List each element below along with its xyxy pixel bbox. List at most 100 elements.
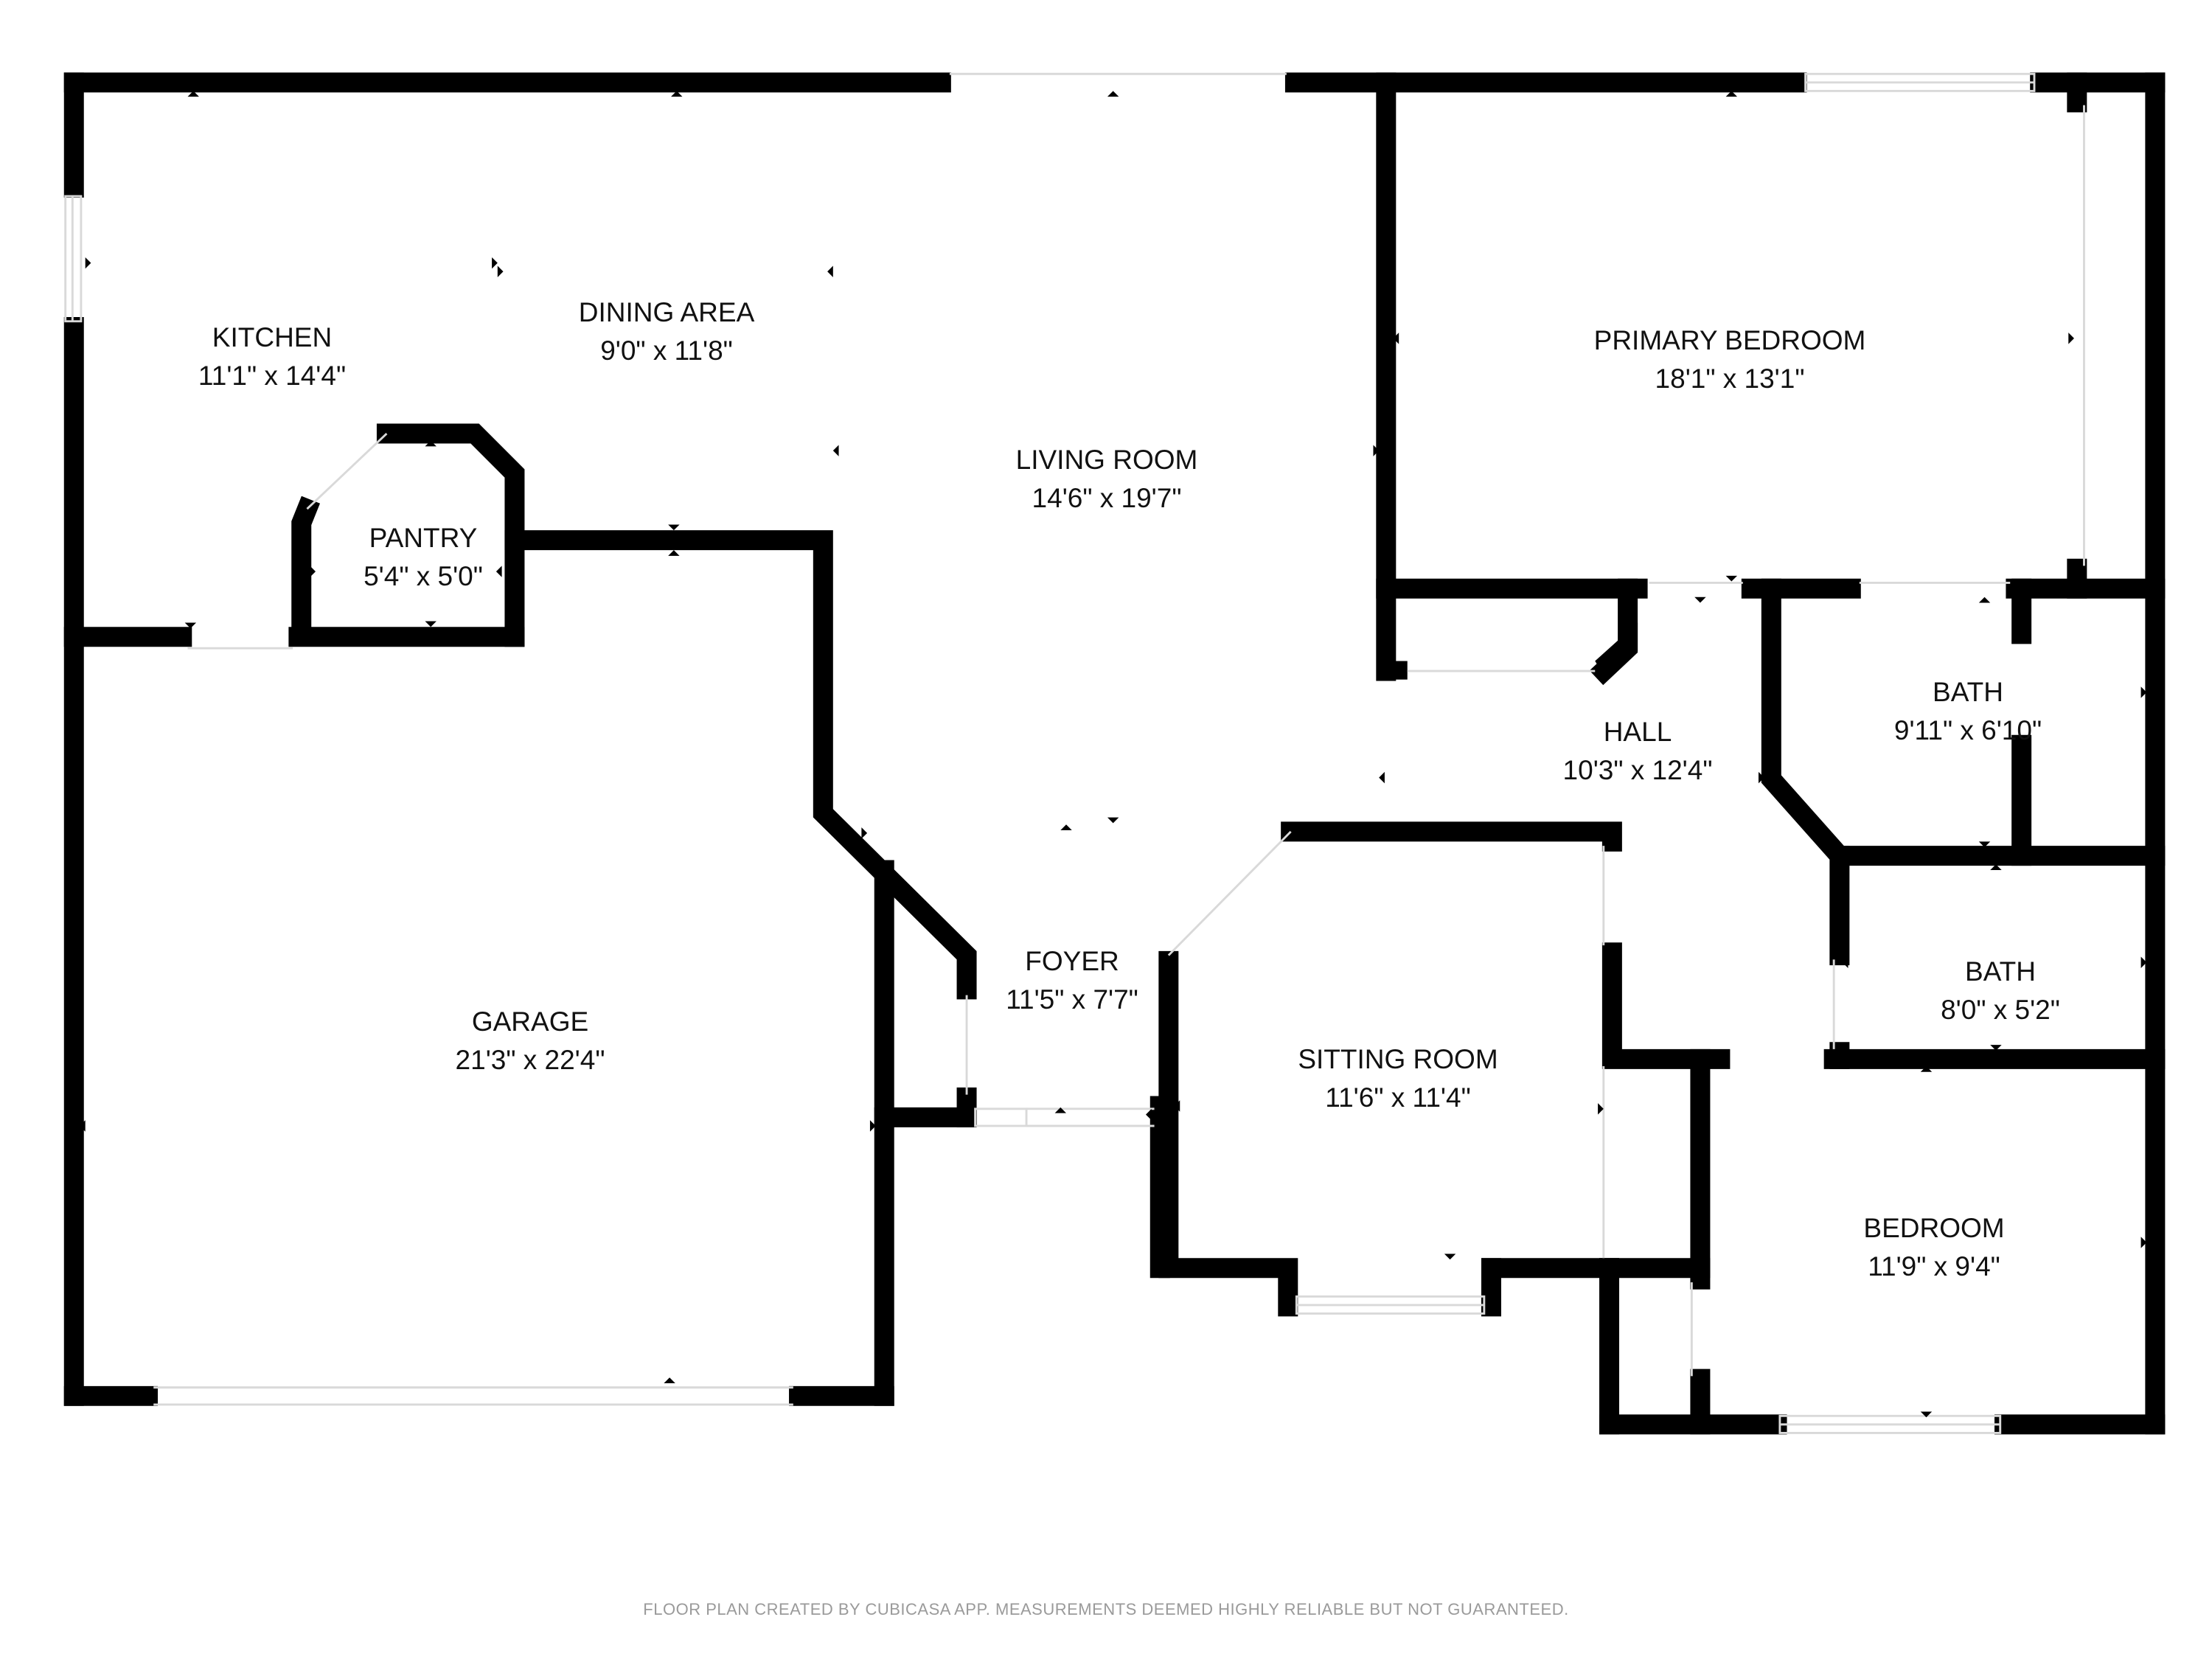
room-label-hall: HALL 10'3" x 12'4": [1563, 713, 1713, 790]
room-dimensions: 9'11" x 6'10": [1893, 715, 2042, 745]
room-label-kitchen: KITCHEN 11'1" x 14'4": [198, 319, 346, 395]
tick-mark: [1978, 841, 1991, 848]
tick-mark: [1703, 1237, 1709, 1248]
room-dimensions: 14'6" x 19'7": [1032, 483, 1182, 513]
tick-mark: [495, 566, 502, 577]
wall: [1601, 942, 1731, 1069]
tick-mark: [1990, 1045, 2002, 1051]
room-name: PRIMARY BEDROOM: [1593, 325, 1866, 355]
angled-wall-caps: [1385, 622, 1638, 680]
tick-mark: [1060, 824, 1072, 830]
tick-mark: [1725, 91, 1738, 97]
room-dimensions: 11'1" x 14'4": [198, 361, 347, 391]
wall: [376, 423, 525, 647]
tick-mark: [2140, 1237, 2147, 1248]
tick-mark: [1145, 1108, 1152, 1121]
tick-mark: [1696, 1050, 1708, 1057]
room-name: HALL: [1603, 717, 1672, 747]
tick-mark: [832, 445, 839, 456]
tick-mark: [1054, 1107, 1067, 1113]
tick-mark: [497, 265, 504, 277]
tick-mark: [1978, 597, 1991, 603]
tick-mark: [310, 566, 316, 577]
tick-mark: [668, 524, 680, 531]
room-label-living-room: LIVING ROOM 14'6" x 19'7": [1016, 441, 1198, 518]
tick-mark: [1598, 1103, 1604, 1115]
tick-mark: [1842, 956, 1848, 968]
tick-mark: [425, 621, 437, 627]
tick-mark: [1920, 1411, 1933, 1418]
tick-mark: [1373, 445, 1380, 456]
room-name: GARAGE: [471, 1006, 589, 1037]
wall: [1385, 661, 1408, 680]
room-label-bath: BATH 9'11" x 6'10": [1894, 673, 2042, 750]
disclaimer-footer: FLOOR PLAN CREATED BY CUBICASA APP. MEAS…: [643, 1600, 1569, 1618]
wall: [1761, 578, 2166, 866]
room-name: BATH: [1933, 677, 2003, 707]
room-label-bath: BATH 8'0" x 5'2": [1941, 953, 2060, 1029]
tick-mark: [1444, 1253, 1456, 1260]
room-label-primary-bedroom: PRIMARY BEDROOM 18'1" x 13'1": [1594, 321, 1866, 398]
room-dimensions: 5'4" x 5'0": [364, 561, 483, 591]
tick-mark: [1107, 91, 1119, 97]
room-dimensions: 11'5" x 7'7": [1006, 984, 1138, 1015]
tick-mark: [671, 91, 683, 97]
tick-mark: [492, 257, 498, 269]
room-dimensions: 10'3" x 12'4": [1562, 755, 1713, 785]
room-label-pantry: PANTRY 5'4" x 5'0": [364, 519, 483, 596]
room-name: BATH: [1965, 956, 2036, 987]
tick-mark: [1444, 834, 1456, 841]
wall: [1281, 821, 1622, 852]
room-label-dining-area: DINING AREA 9'0" x 11'8": [579, 293, 755, 370]
tick-mark: [1393, 333, 1399, 344]
tick-mark: [187, 91, 199, 97]
room-label-bedroom: BEDROOM 11'9" x 9'4": [1863, 1209, 2004, 1286]
tick-mark: [827, 265, 833, 277]
opening: [306, 432, 388, 510]
room-dimensions: 9'0" x 11'8": [600, 335, 733, 366]
tick-mark: [184, 622, 197, 629]
room-dimensions: 21'3" x 22'4": [455, 1045, 605, 1075]
room-label-foyer: FOYER 11'5" x 7'7": [1006, 942, 1138, 1019]
window: [974, 1107, 1028, 1127]
room-label-sitting-room: SITTING ROOM 11'6" x 11'4": [1298, 1040, 1498, 1117]
tick-mark: [869, 1120, 876, 1132]
room-name: KITCHEN: [212, 322, 333, 352]
room-dimensions: 11'9" x 9'4": [1868, 1251, 2000, 1281]
room-name: LIVING ROOM: [1015, 445, 1198, 475]
tick-mark: [1920, 1066, 1933, 1072]
room-name: DINING AREA: [578, 297, 755, 327]
tick-mark: [79, 1120, 86, 1132]
room-dimensions: 18'1" x 13'1": [1655, 364, 1805, 394]
room-name: SITTING ROOM: [1298, 1044, 1498, 1074]
wall: [1158, 950, 1298, 1317]
measurement-ticks: [79, 91, 2147, 1418]
tick-mark: [1379, 771, 1385, 784]
tick-mark: [425, 440, 437, 447]
tick-mark: [1990, 864, 2002, 870]
wall: [291, 495, 320, 643]
room-name: FOYER: [1025, 946, 1119, 976]
tick-mark: [861, 827, 868, 839]
wall: [504, 530, 977, 1000]
room-dimensions: 11'6" x 11'4": [1325, 1082, 1471, 1113]
tick-mark: [2140, 956, 2147, 968]
room-name: BEDROOM: [1863, 1213, 2005, 1243]
tick-mark: [664, 1377, 675, 1383]
tick-mark: [2140, 686, 2147, 698]
room-name: PANTRY: [369, 523, 478, 553]
tick-mark: [668, 550, 680, 556]
tick-mark: [1174, 1100, 1180, 1112]
tick-mark: [1774, 686, 1780, 698]
opening: [1167, 830, 1292, 956]
room-dimensions: 8'0" x 5'2": [1941, 995, 2060, 1025]
tick-mark: [1725, 575, 1738, 582]
tick-mark: [2068, 333, 2074, 344]
walls: [63, 72, 2166, 1435]
openings-and-windows: [64, 72, 2085, 1434]
tick-mark: [1758, 771, 1764, 784]
tick-mark: [1694, 597, 1706, 603]
tick-mark: [1107, 817, 1119, 824]
wall: [1595, 622, 1638, 680]
